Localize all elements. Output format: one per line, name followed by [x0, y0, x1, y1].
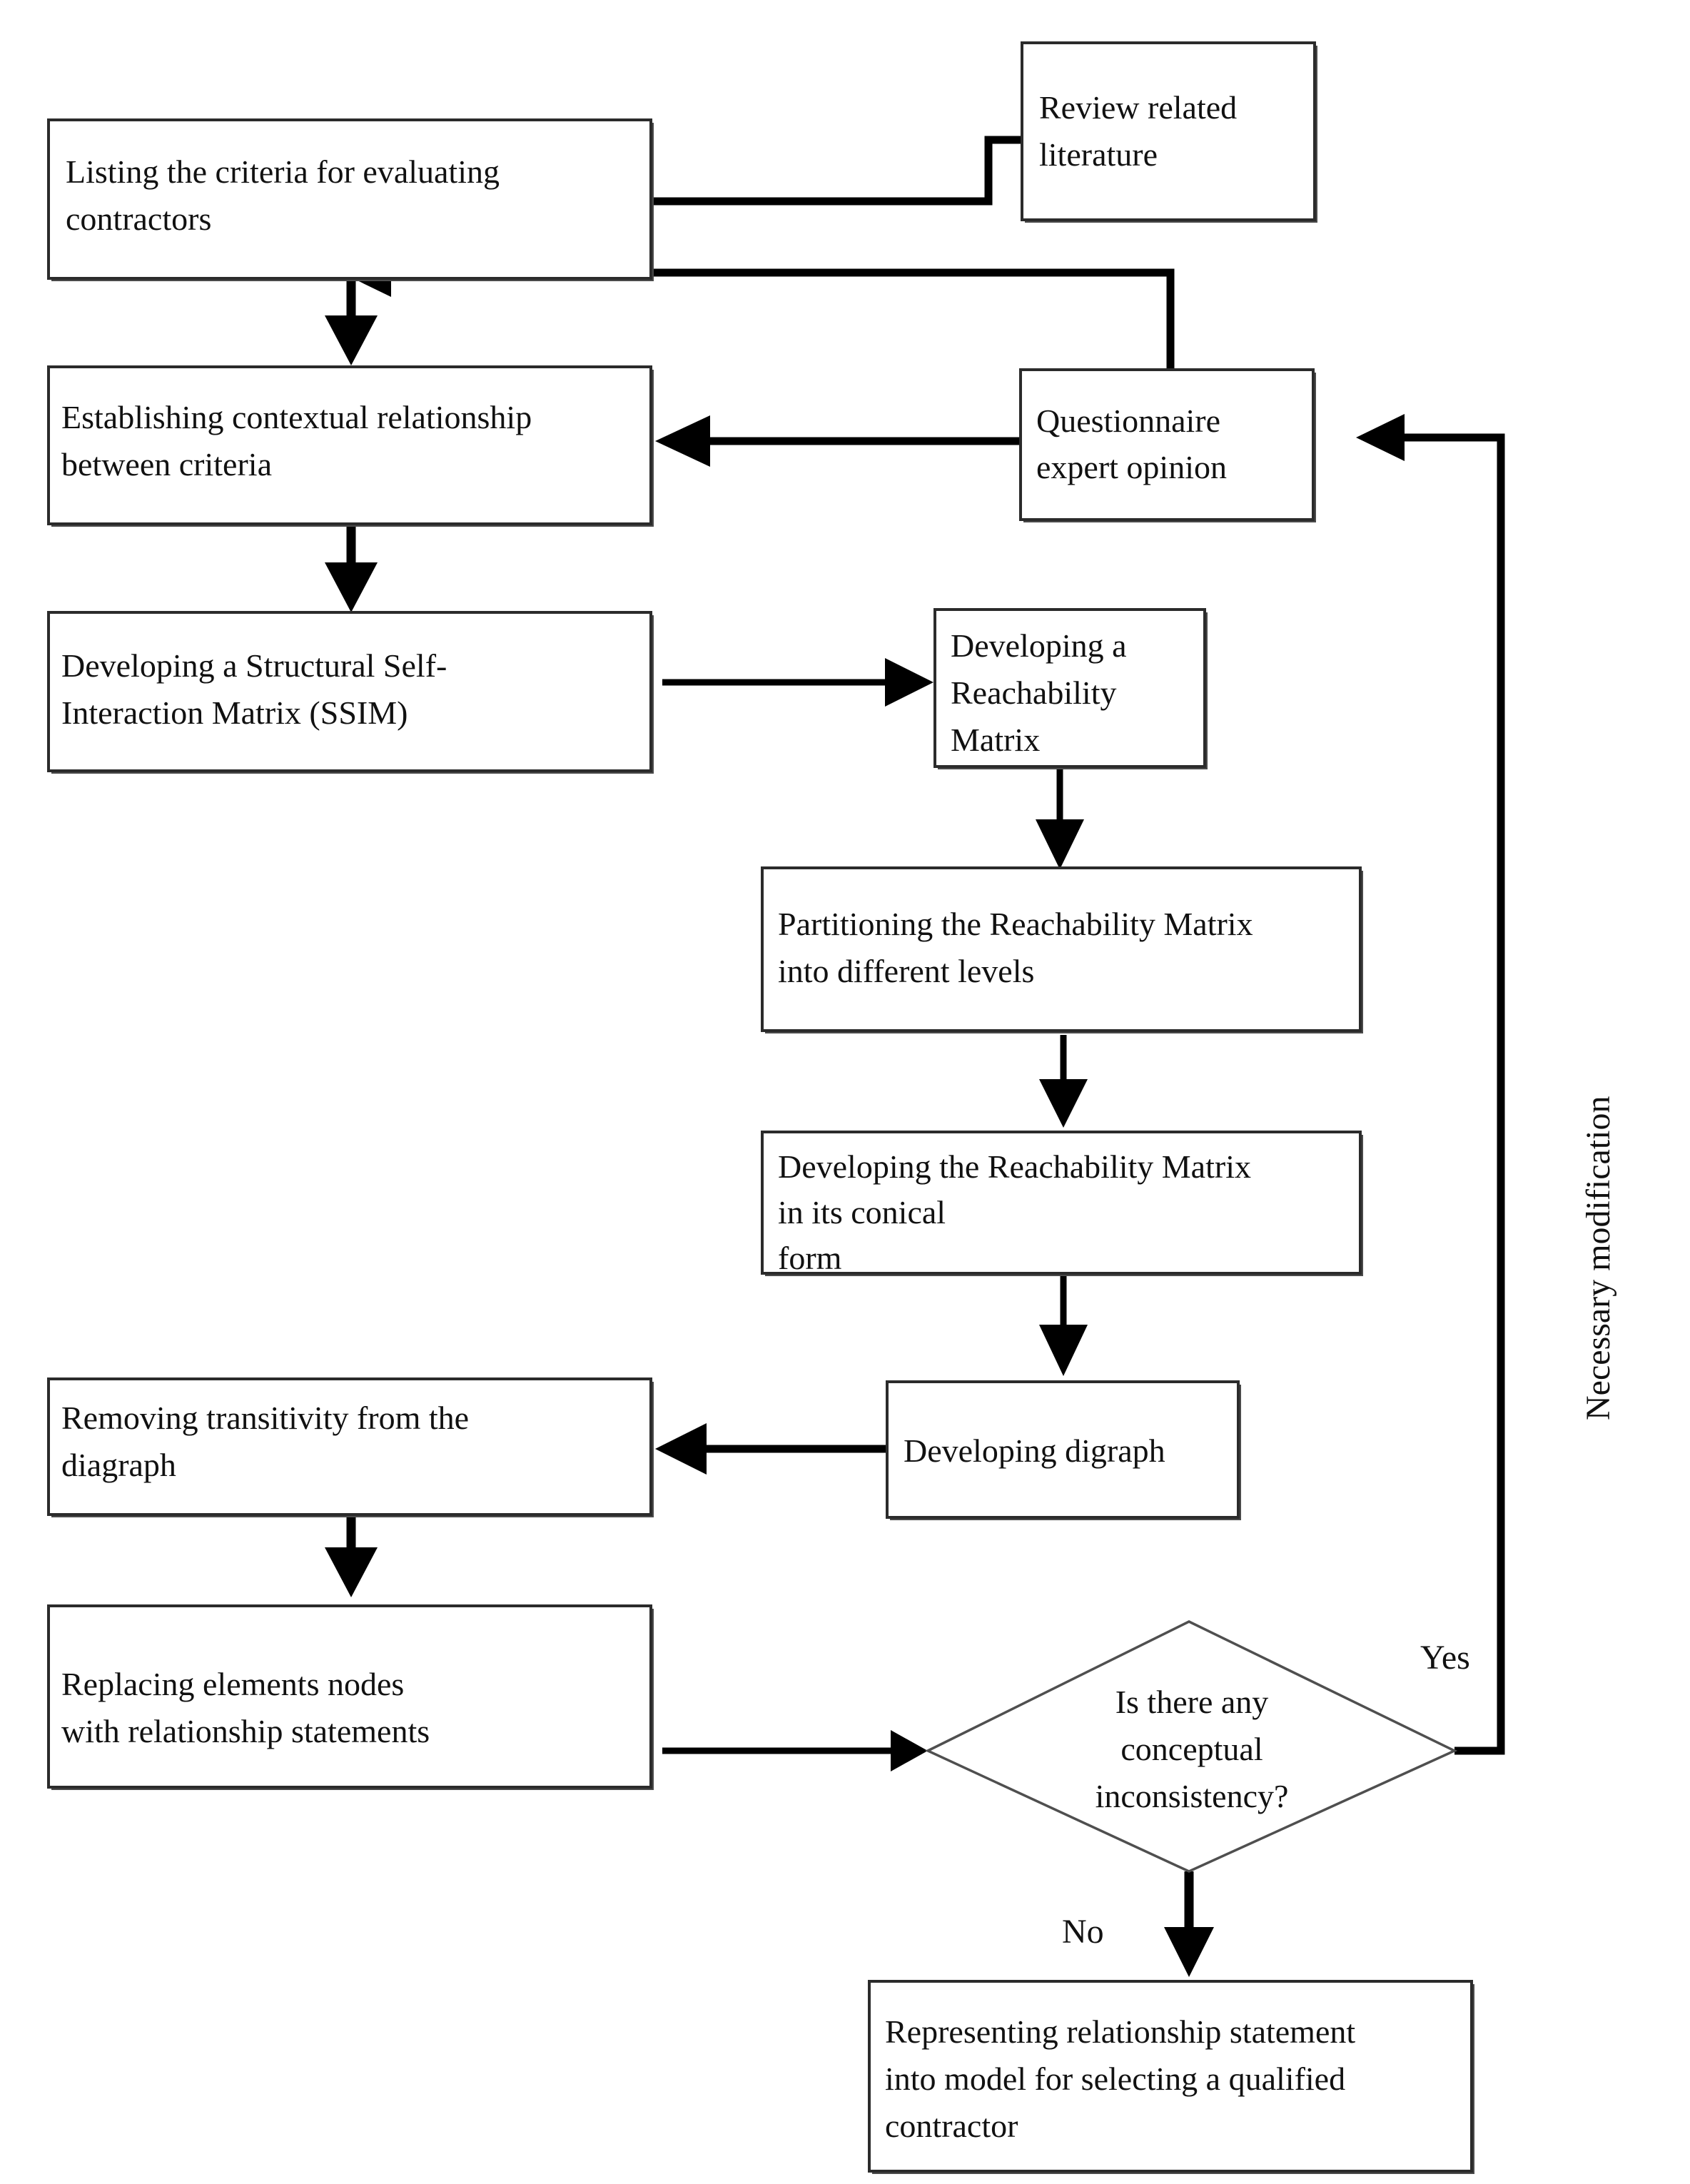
- edge-listing-to-contextual: [325, 280, 378, 365]
- node-developing-digraph-line-0: Developing digraph: [904, 1432, 1165, 1469]
- node-questionnaire[interactable]: Questionnaire expert opinion: [1019, 368, 1316, 522]
- edge-reachability-to-partitioning: [1036, 769, 1084, 869]
- node-representing-model-line-2: contractor: [885, 2108, 1018, 2144]
- node-removing-transitivity-line-1: diagraph: [61, 1447, 176, 1483]
- node-reachability-matrix[interactable]: Developing a Reachability Matrix: [933, 608, 1208, 769]
- node-conceptual-inconsistency-line-1: conceptual: [1120, 1731, 1263, 1767]
- node-replacing-nodes-line-0: Replacing elements nodes: [61, 1666, 404, 1702]
- edge-conical-to-digraph: [1039, 1276, 1088, 1376]
- edge-decision-yes-to-questionnaire: [1356, 414, 1505, 1755]
- side-label-necessary-modification: Necessary modification: [1579, 1096, 1617, 1421]
- node-conical-form-line-1: in its conical: [778, 1194, 946, 1230]
- edge-digraph-to-removing: [655, 1423, 889, 1475]
- node-review-literature[interactable]: Review related literature: [1021, 41, 1317, 223]
- node-partitioning-line-0: Partitioning the Reachability Matrix: [778, 906, 1253, 942]
- edge-decision-no-to-model: [1164, 1871, 1214, 1977]
- node-representing-model-line-1: into model for selecting a qualified: [885, 2061, 1345, 2097]
- node-partitioning-line-1: into different levels: [778, 953, 1034, 989]
- edge-replacing-to-decision: [662, 1730, 928, 1771]
- node-questionnaire-line-1: expert opinion: [1036, 449, 1227, 485]
- node-conceptual-inconsistency[interactable]: Is there any conceptual inconsistency?: [924, 1620, 1458, 1873]
- node-removing-transitivity-line-0: Removing transitivity from the: [61, 1400, 469, 1436]
- edge-partitioning-to-conical: [1039, 1035, 1088, 1128]
- node-reachability-matrix-line-2: Matrix: [951, 722, 1040, 758]
- node-listing-criteria-line-1: contractors: [66, 201, 211, 237]
- node-conical-form-line-2: form: [778, 1240, 842, 1276]
- edge-label-no: No: [1062, 1913, 1104, 1951]
- node-contextual-relationship[interactable]: Establishing contextual relationship bet…: [47, 365, 654, 527]
- node-reachability-matrix-line-0: Developing a: [951, 627, 1127, 664]
- node-removing-transitivity[interactable]: Removing transitivity from the diagraph: [47, 1377, 654, 1517]
- node-review-literature-line-1: literature: [1039, 136, 1158, 173]
- node-replacing-nodes-line-1: with relationship statements: [61, 1713, 430, 1749]
- node-ssim-line-1: Interaction Matrix (SSIM): [61, 694, 408, 731]
- node-developing-digraph[interactable]: Developing digraph: [886, 1380, 1241, 1520]
- node-review-literature-line-0: Review related: [1039, 89, 1237, 126]
- node-reachability-matrix-line-1: Reachability: [951, 674, 1116, 711]
- edge-ssim-to-reachability: [662, 658, 933, 707]
- node-partitioning[interactable]: Partitioning the Reachability Matrix int…: [761, 866, 1363, 1033]
- edge-label-yes: Yes: [1420, 1639, 1470, 1677]
- node-questionnaire-line-0: Questionnaire: [1036, 403, 1220, 439]
- node-conceptual-inconsistency-line-2: inconsistency?: [1096, 1778, 1289, 1814]
- node-listing-criteria-line-0: Listing the criteria for evaluating: [66, 153, 500, 190]
- node-ssim[interactable]: Developing a Structural Self- Interactio…: [47, 611, 654, 774]
- node-conical-form[interactable]: Developing the Reachability Matrix in it…: [761, 1131, 1363, 1276]
- node-replacing-nodes[interactable]: Replacing elements nodes with relationsh…: [47, 1604, 654, 1790]
- node-representing-model[interactable]: Representing relationship statement into…: [868, 1980, 1474, 2174]
- node-contextual-relationship-line-1: between criteria: [61, 446, 272, 482]
- node-conceptual-inconsistency-line-0: Is there any: [1115, 1684, 1269, 1720]
- node-conical-form-line-0: Developing the Reachability Matrix: [778, 1148, 1251, 1185]
- node-listing-criteria[interactable]: Listing the criteria for evaluating cont…: [47, 118, 654, 281]
- edge-contextual-to-ssim: [325, 527, 378, 612]
- node-representing-model-line-0: Representing relationship statement: [885, 2013, 1355, 2050]
- node-contextual-relationship-line-0: Establishing contextual relationship: [61, 399, 532, 435]
- edge-removing-to-replacing: [325, 1507, 378, 1597]
- node-ssim-line-0: Developing a Structural Self-: [61, 647, 447, 684]
- edge-questionnaire-to-contextual: [655, 415, 1021, 467]
